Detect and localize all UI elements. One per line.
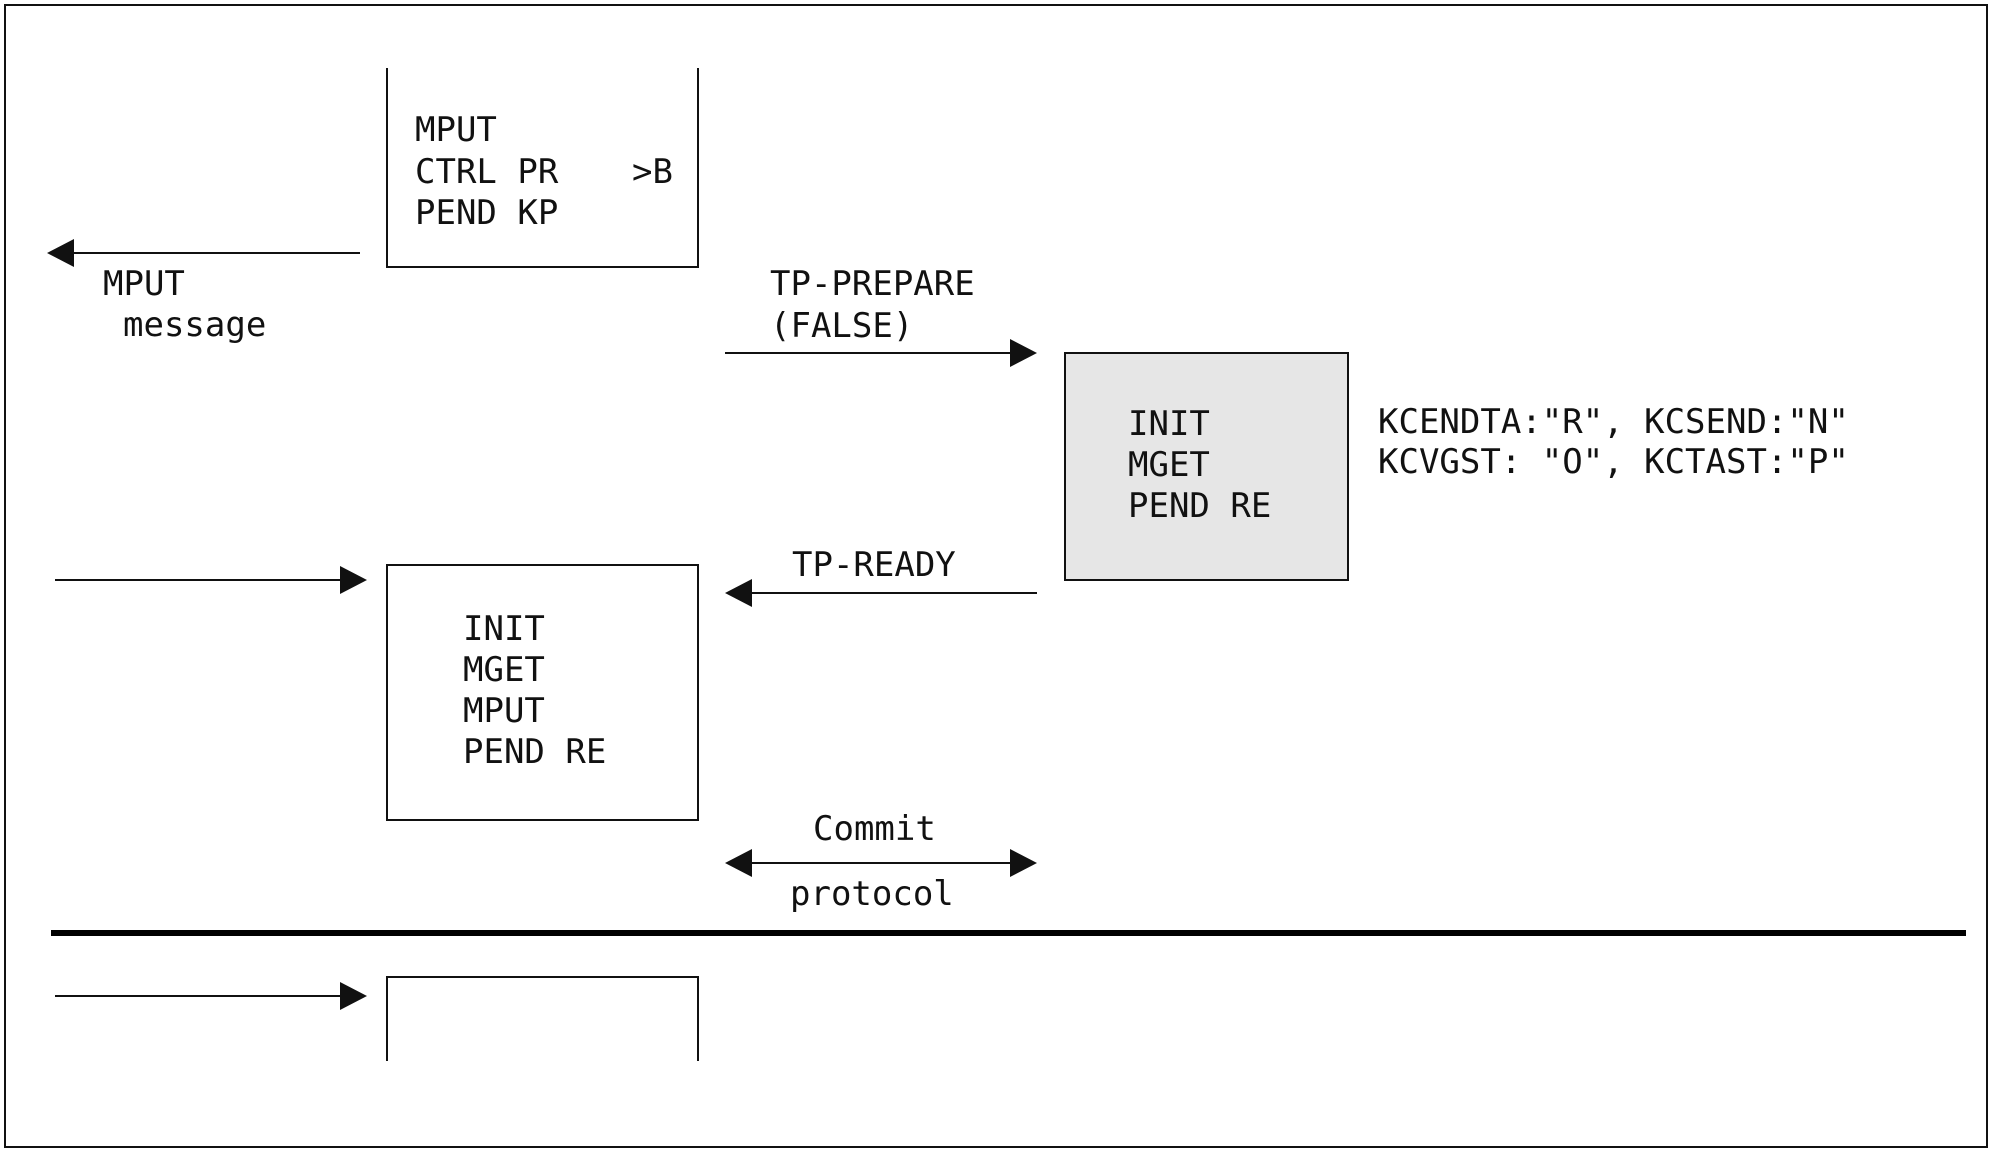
arrow-left-in-bottom bbox=[55, 982, 367, 1010]
box-middle-line4: PEND RE bbox=[463, 732, 606, 772]
arrow-mput-message: MPUT message bbox=[47, 239, 360, 345]
box-shaded-line1: INIT bbox=[1128, 404, 1210, 444]
box-top: MPUT CTRL PR >B PEND KP bbox=[386, 68, 699, 268]
box-top-line2: CTRL PR bbox=[415, 152, 559, 192]
arrow-commit-protocol: Commit protocol bbox=[725, 809, 1037, 914]
box-middle-line1: INIT bbox=[463, 609, 545, 649]
box-top-line2-right: >B bbox=[632, 152, 673, 192]
arrow-tp-prepare: TP-PREPARE (FALSE) bbox=[725, 264, 1037, 367]
box-middle-line2: MGET bbox=[463, 650, 545, 690]
tp-prepare-label-line1: TP-PREPARE bbox=[770, 264, 975, 304]
status-text: KCENDTA:"R", KCSEND:"N" KCVGST: "O", KCT… bbox=[1378, 402, 1849, 482]
tp-prepare-label-line2: (FALSE) bbox=[770, 306, 913, 346]
box-bottom bbox=[386, 976, 699, 1061]
box-middle: INIT MGET MPUT PEND RE bbox=[386, 564, 699, 821]
arrow-left-in-middle bbox=[55, 566, 367, 594]
status-line1: KCENDTA:"R", KCSEND:"N" bbox=[1378, 402, 1849, 442]
commit-label-line1: Commit bbox=[813, 809, 936, 849]
commit-label-line2: protocol bbox=[790, 874, 954, 914]
diagram-frame bbox=[4, 4, 1988, 1148]
box-top-line3: PEND KP bbox=[415, 193, 558, 233]
box-middle-line3: MPUT bbox=[463, 691, 545, 731]
box-shaded-line3: PEND RE bbox=[1128, 486, 1271, 526]
tp-ready-label: TP-READY bbox=[792, 545, 956, 585]
arrow-tp-ready: TP-READY bbox=[725, 545, 1037, 607]
box-shaded-line2: MGET bbox=[1128, 445, 1210, 485]
status-line2: KCVGST: "O", KCTAST:"P" bbox=[1378, 442, 1849, 482]
arrow-mput-label-line2: message bbox=[123, 305, 266, 345]
box-shaded: INIT MGET PEND RE bbox=[1064, 352, 1349, 581]
arrow-mput-label-line1: MPUT bbox=[103, 264, 185, 304]
box-top-line1: MPUT bbox=[415, 110, 497, 150]
